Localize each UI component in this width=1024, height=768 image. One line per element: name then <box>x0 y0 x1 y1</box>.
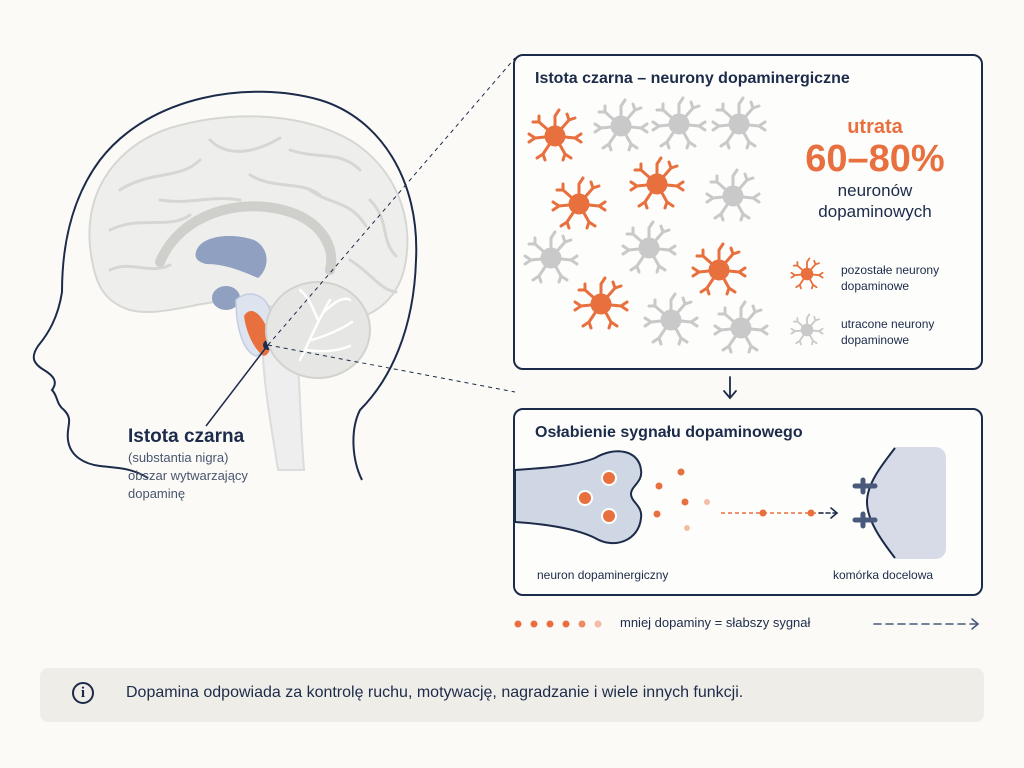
neuron-lost <box>705 168 761 222</box>
remaining-neurons <box>527 108 747 330</box>
neuron-remaining <box>527 108 583 162</box>
substantia-nigra-description: (substantia nigra) obszar wytwarzający d… <box>128 449 248 503</box>
loss-word: utrata <box>847 116 903 138</box>
neuron-lost <box>711 96 767 150</box>
bottom-legend-text: mniej dopaminy = słabszy sygnał <box>620 615 811 630</box>
legend-remaining-icon <box>790 257 824 290</box>
loss-percentage: 60–80% <box>805 138 945 180</box>
legend-lost-line-1: utracone neurony <box>841 317 935 331</box>
info-text: Dopamina odpowiada za kontrolę ruchu, mo… <box>126 684 744 701</box>
info-bar: i Dopamina odpowiada za kontrolę ruchu, … <box>40 668 984 722</box>
neuron-lost <box>651 96 707 150</box>
neuron-lost <box>713 300 769 354</box>
zoom-line-lower <box>267 344 516 393</box>
neuron-lost <box>621 220 677 274</box>
zoom-line-upper <box>267 57 516 346</box>
signal-arrow-head <box>818 507 839 519</box>
signal-dot <box>807 509 815 517</box>
released-dopamine <box>653 468 710 531</box>
description-line-1: obszar wytwarzający <box>128 468 248 483</box>
signal-panel: Osłabienie sygnału dopaminowego <box>513 408 983 596</box>
receptors <box>852 477 878 529</box>
legend-lost-line-2: dopaminowe <box>841 333 910 347</box>
head-profile <box>32 90 418 481</box>
legend-remaining-line-2: dopaminowe <box>841 279 910 293</box>
thalamus-region <box>212 286 240 310</box>
neuron-label: neuron dopaminergiczny <box>537 568 669 582</box>
label-pointer <box>205 344 269 427</box>
signal-dot <box>759 509 767 517</box>
down-arrow <box>723 376 737 400</box>
signal-panel-title: Osłabienie sygnału dopaminowego <box>535 424 803 441</box>
legend-remaining-line-1: pozostałe neurony <box>841 263 940 277</box>
neuron-remaining <box>691 242 747 296</box>
legend-lost-icon <box>790 313 824 346</box>
loss-description: neuronów dopaminowych <box>785 180 965 222</box>
neuron-remaining <box>629 156 685 210</box>
latin-name: (substantia nigra) <box>128 450 229 465</box>
target-cell <box>865 447 946 559</box>
neuron-panel: Istota czarna – neurony dopaminergiczne <box>513 54 983 370</box>
neuron-remaining <box>573 276 629 330</box>
vesicles <box>577 470 617 524</box>
cerebellum <box>265 281 371 379</box>
info-icon: i <box>72 682 94 704</box>
brain-gyri <box>108 136 398 294</box>
description-line-2: dopaminę <box>128 486 186 501</box>
neuron-lost <box>523 230 579 284</box>
legend-remaining-text: pozostałe neurony dopaminowe <box>841 262 977 294</box>
target-label: komórka docelowa <box>833 568 934 582</box>
loss-description-line-2: dopaminowych <box>818 202 932 221</box>
corpus-callosum <box>155 201 337 275</box>
ventricle <box>195 236 267 278</box>
neuron-panel-title: Istota czarna – neurony dopaminergiczne <box>535 70 850 87</box>
target-cell-membrane <box>865 447 896 559</box>
neuron-remaining <box>551 176 607 230</box>
neuron-lost <box>643 292 699 346</box>
synapse-illustration <box>515 447 946 559</box>
cerebellum-arbor <box>298 288 354 362</box>
loss-description-line-1: neuronów <box>837 181 913 200</box>
legend-lost-text: utracone neurony dopaminowe <box>841 316 977 348</box>
substantia-nigra-title: Istota czarna <box>128 426 245 447</box>
neuron-lost <box>593 98 649 152</box>
